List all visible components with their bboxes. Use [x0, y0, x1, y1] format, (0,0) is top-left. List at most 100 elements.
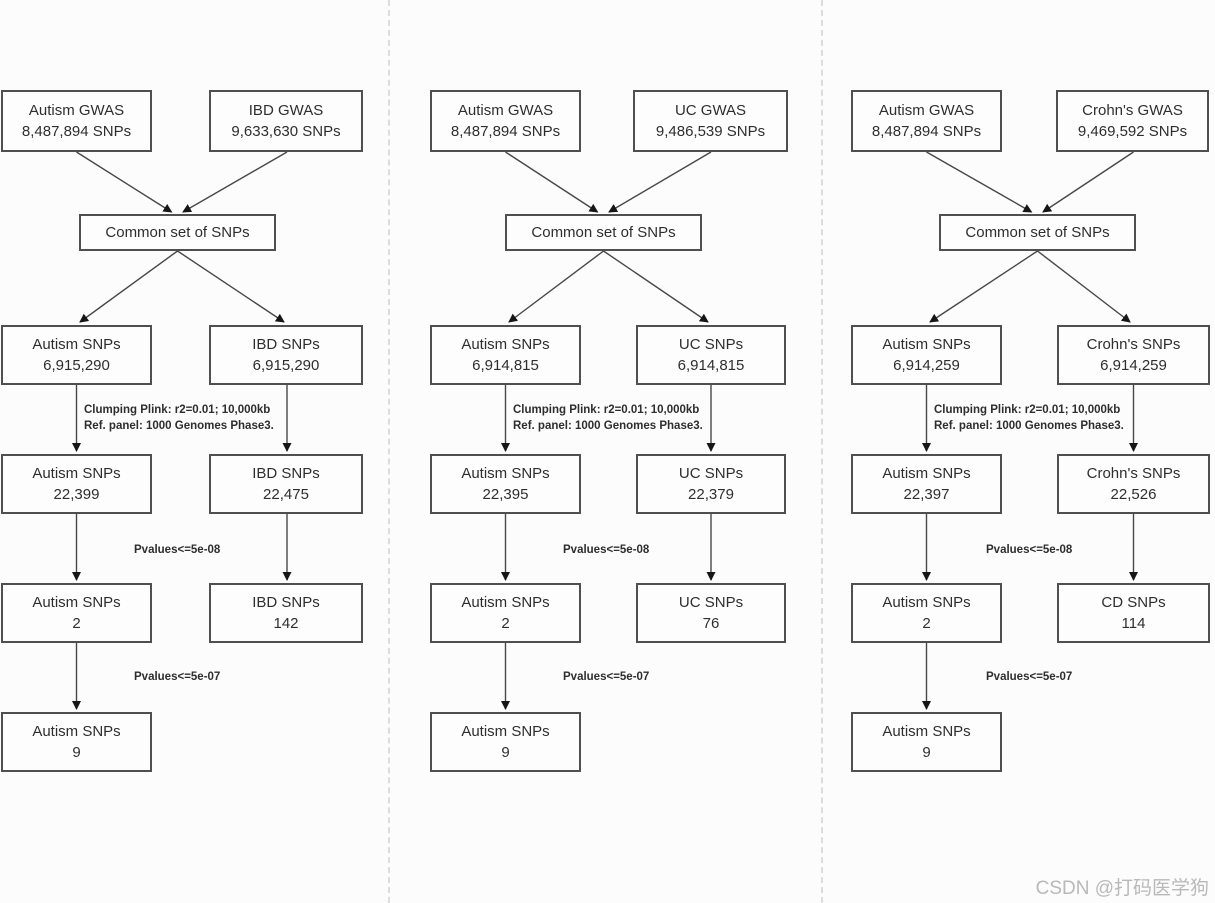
node-line: 9 — [72, 744, 81, 761]
node-common-set-p2: Common set of SNPs — [505, 214, 702, 251]
node-uc-overlap-p2: UC SNPs 6,914,815 — [636, 325, 786, 385]
arrow — [608, 151, 712, 213]
node-crohns-gwas-p3: Crohn's GWAS 9,469,592 SNPs — [1056, 90, 1209, 152]
node-autism-clumped-p1: Autism SNPs 22,399 — [1, 454, 152, 514]
node-common-set-p3: Common set of SNPs — [939, 214, 1136, 251]
node-autism-genomewide-p3: Autism SNPs 2 — [851, 583, 1002, 643]
node-line: 6,914,259 — [893, 357, 960, 374]
node-line: Autism SNPs — [882, 723, 971, 740]
node-line: Crohn's SNPs — [1086, 465, 1181, 482]
clumping-note-line: Ref. panel: 1000 Genomes Phase3. — [934, 420, 1124, 432]
node-line: Autism GWAS — [457, 102, 554, 119]
node-line: 2 — [501, 615, 510, 632]
node-line: 9,469,592 SNPs — [1077, 123, 1188, 140]
node-line: 114 — [1121, 615, 1146, 632]
node-autism-genomewide-p2: Autism SNPs 2 — [430, 583, 581, 643]
node-line: 8,487,894 SNPs — [450, 123, 561, 140]
node-autism-gwas-p1: Autism GWAS 8,487,894 SNPs — [1, 90, 152, 152]
node-line: UC SNPs — [678, 465, 744, 482]
node-line: Autism SNPs — [461, 336, 550, 353]
node-line: Crohn's SNPs — [1086, 336, 1181, 353]
node-cd-genomewide-p3: CD SNPs 114 — [1057, 583, 1210, 643]
node-line: 2 — [72, 615, 81, 632]
node-line: Autism GWAS — [878, 102, 975, 119]
node-autism-clumped-p2: Autism SNPs 22,395 — [430, 454, 581, 514]
node-line: Autism SNPs — [882, 336, 971, 353]
node-ibd-gwas-p1: IBD GWAS 9,633,630 SNPs — [209, 90, 363, 152]
csdn-watermark: CSDN @打码医学狗 — [1035, 878, 1209, 899]
node-uc-gwas-p2: UC GWAS 9,486,539 SNPs — [633, 90, 788, 152]
clumping-note-line: Ref. panel: 1000 Genomes Phase3. — [84, 420, 274, 432]
node-line: 6,914,815 — [677, 357, 745, 374]
arrow — [76, 151, 173, 213]
node-line: 9 — [922, 744, 931, 761]
node-line: 6,914,815 — [472, 357, 539, 374]
node-line: IBD SNPs — [252, 594, 320, 611]
node-line: IBD GWAS — [248, 102, 324, 119]
arrow — [79, 250, 178, 323]
node-ibd-overlap-p1: IBD SNPs 6,915,290 — [209, 325, 363, 385]
node-line: Common set of SNPs — [965, 223, 1110, 241]
node-line: Autism SNPs — [32, 465, 121, 482]
node-line: 22,395 — [482, 486, 529, 503]
clumping-note-p2: Clumping Plink: r2=0.01; 10,000kb Ref. p… — [513, 402, 703, 434]
clumping-note-p3: Clumping Plink: r2=0.01; 10,000kb Ref. p… — [934, 402, 1124, 434]
arrow — [926, 151, 1033, 213]
node-ibd-genomewide-p1: IBD SNPs 142 — [209, 583, 363, 643]
pvalue-threshold-suggestive-p3: Pvalues<=5e-07 — [986, 671, 1073, 683]
arrow — [929, 250, 1038, 323]
node-line: CD SNPs — [1101, 594, 1166, 611]
node-line: Autism GWAS — [28, 102, 125, 119]
node-line: 9 — [501, 744, 510, 761]
pvalue-threshold-suggestive-p1: Pvalues<=5e-07 — [134, 671, 221, 683]
node-line: 6,914,259 — [1100, 357, 1167, 374]
node-line: 22,399 — [53, 486, 100, 503]
node-line: 22,379 — [688, 486, 734, 503]
clumping-note-line: Ref. panel: 1000 Genomes Phase3. — [513, 420, 703, 432]
node-line: 9,486,539 SNPs — [655, 123, 766, 140]
node-line: Autism SNPs — [32, 594, 121, 611]
node-line: IBD SNPs — [252, 336, 320, 353]
node-line: 8,487,894 SNPs — [21, 123, 132, 140]
node-autism-clumped-p3: Autism SNPs 22,397 — [851, 454, 1002, 514]
node-ibd-clumped-p1: IBD SNPs 22,475 — [209, 454, 363, 514]
node-line: 9,633,630 SNPs — [231, 123, 341, 140]
node-line: Autism SNPs — [882, 465, 971, 482]
node-autism-suggestive-p2: Autism SNPs 9 — [430, 712, 581, 772]
node-line: UC GWAS — [674, 102, 747, 119]
node-line: Common set of SNPs — [531, 223, 676, 241]
node-line: Autism SNPs — [461, 723, 550, 740]
node-uc-clumped-p2: UC SNPs 22,379 — [636, 454, 786, 514]
arrow — [603, 250, 709, 323]
arrow — [1037, 250, 1131, 323]
node-line: 142 — [273, 615, 299, 632]
pvalue-threshold-suggestive-p2: Pvalues<=5e-07 — [563, 671, 650, 683]
node-line: UC SNPs — [678, 336, 744, 353]
clumping-note-line: Clumping Plink: r2=0.01; 10,000kb — [84, 404, 271, 416]
node-line: Autism SNPs — [32, 723, 121, 740]
node-line: Autism SNPs — [882, 594, 971, 611]
node-line: Autism SNPs — [32, 336, 121, 353]
node-autism-gwas-p3: Autism GWAS 8,487,894 SNPs — [851, 90, 1002, 152]
node-line: 6,915,290 — [43, 357, 110, 374]
node-line: UC SNPs — [678, 594, 744, 611]
pvalue-threshold-genomewide-p3: Pvalues<=5e-08 — [986, 544, 1073, 556]
arrow — [1042, 151, 1134, 213]
node-crohns-clumped-p3: Crohn's SNPs 22,526 — [1057, 454, 1210, 514]
node-line: IBD SNPs — [252, 465, 320, 482]
node-line: 2 — [922, 615, 931, 632]
arrow — [508, 250, 604, 323]
node-autism-overlap-p2: Autism SNPs 6,914,815 — [430, 325, 581, 385]
node-line: 22,526 — [1110, 486, 1157, 503]
pvalue-threshold-genomewide-p2: Pvalues<=5e-08 — [563, 544, 650, 556]
arrow — [177, 250, 285, 323]
pvalue-threshold-genomewide-p1: Pvalues<=5e-08 — [134, 544, 221, 556]
panel-divider-2 — [821, 0, 823, 903]
node-line: 8,487,894 SNPs — [871, 123, 982, 140]
arrow — [182, 151, 288, 213]
node-autism-suggestive-p1: Autism SNPs 9 — [1, 712, 152, 772]
node-uc-genomewide-p2: UC SNPs 76 — [636, 583, 786, 643]
clumping-note-p1: Clumping Plink: r2=0.01; 10,000kb Ref. p… — [84, 402, 274, 434]
